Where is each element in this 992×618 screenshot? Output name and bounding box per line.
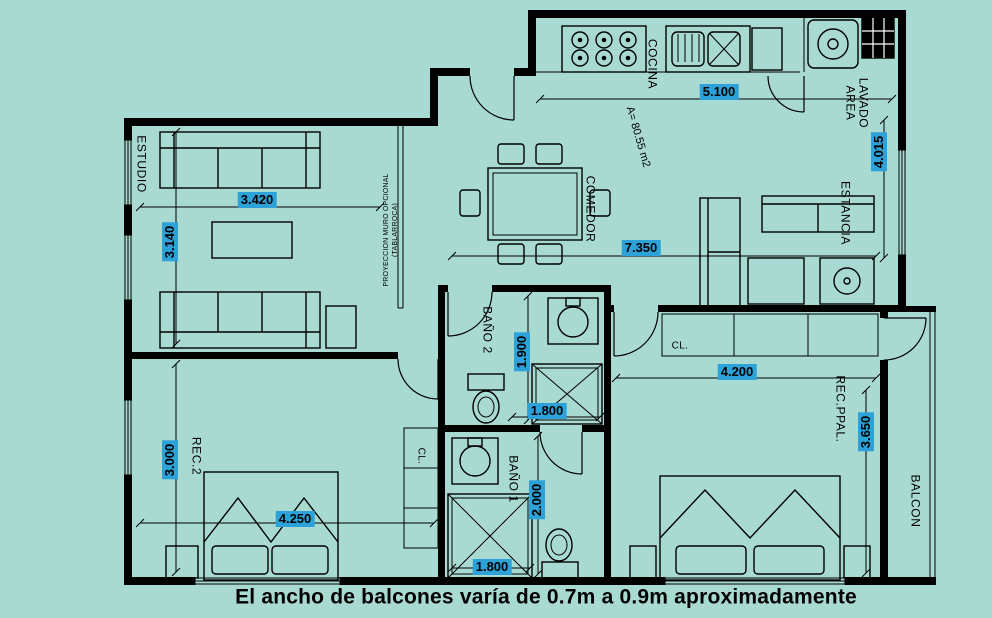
rec2-bed bbox=[203, 471, 339, 581]
estudio-sofa-bottom bbox=[159, 291, 321, 349]
room-label-bano1: BAÑO 1 bbox=[506, 455, 521, 503]
balcony-rail bbox=[929, 312, 936, 577]
dim-estudio-height: 3.140 bbox=[162, 222, 178, 262]
optional-wall-tablaroca bbox=[397, 14, 805, 309]
bano1-sink bbox=[451, 437, 499, 485]
optional-wall-note-line2: (TABLARROCA) bbox=[392, 203, 400, 257]
dim-comedor-width: 7.350 bbox=[621, 240, 661, 256]
estancia-sofa-set bbox=[699, 195, 875, 307]
kitchen-sink bbox=[665, 25, 751, 73]
dim-rec2-width: 4.250 bbox=[275, 511, 315, 527]
dimension-lines bbox=[135, 94, 897, 579]
dim-bano1-height: 2.000 bbox=[529, 480, 545, 520]
room-label-area: AREA bbox=[843, 85, 858, 121]
bano1-toilet bbox=[541, 528, 579, 579]
dim-bano1-width: 1.800 bbox=[472, 559, 512, 575]
dim-bano2-height: 1.900 bbox=[514, 332, 530, 372]
recppal-closet bbox=[661, 313, 879, 357]
room-label-estancia: ESTANCIA bbox=[838, 181, 853, 245]
estudio-side-table bbox=[325, 305, 357, 349]
room-label-comedor: COMEDOR bbox=[583, 175, 598, 243]
dim-bano2-width: 1.800 bbox=[527, 403, 567, 419]
stove bbox=[561, 25, 647, 73]
recppal-bed bbox=[659, 475, 841, 581]
room-label-cocina: COCINA bbox=[645, 38, 660, 90]
washing-machine bbox=[807, 19, 859, 69]
rec2-closet bbox=[403, 427, 439, 549]
room-label-estudio: ESTUDIO bbox=[134, 135, 149, 193]
room-label-bano2: BAÑO 2 bbox=[480, 306, 495, 354]
dining-table bbox=[459, 143, 611, 265]
room-label-rec2: REC.2 bbox=[189, 436, 204, 476]
estudio-coffee-table bbox=[211, 221, 293, 259]
bano2-shower bbox=[531, 363, 603, 425]
dim-estudio-width: 3.420 bbox=[237, 192, 277, 208]
windows bbox=[124, 139, 936, 585]
dim-recppal-width: 4.200 bbox=[717, 364, 757, 380]
kitchen-cabinet bbox=[751, 27, 783, 71]
room-label-lavado: LAVADO bbox=[856, 77, 871, 129]
room-label-recppal: REC.PPAL. bbox=[833, 375, 848, 443]
dim-estancia-height: 4.015 bbox=[871, 132, 887, 172]
closet-label-rec2: CL. bbox=[415, 447, 427, 465]
furniture bbox=[159, 17, 895, 581]
optional-wall-note-line1: PROYECCION MURO OPCIONAL bbox=[383, 173, 391, 287]
door-swings bbox=[397, 75, 927, 475]
rec2-nightstand bbox=[165, 545, 199, 579]
bano2-sink bbox=[547, 297, 599, 345]
recppal-nightstand-right bbox=[843, 545, 871, 579]
water-heater bbox=[861, 17, 895, 59]
balcony-width-caption: El ancho de balcones varía de 0.7m a 0.9… bbox=[235, 585, 857, 609]
closet-label-ppal: CL. bbox=[671, 340, 689, 352]
recppal-nightstand-left bbox=[629, 545, 657, 579]
room-label-balcon: BALCON bbox=[908, 474, 923, 528]
dim-recppal-height: 3.650 bbox=[858, 412, 874, 452]
dim-rec2-height: 3.000 bbox=[162, 440, 178, 480]
bano2-toilet bbox=[467, 373, 505, 424]
dim-cocina-width: 5.100 bbox=[699, 84, 739, 100]
estudio-sofa-top bbox=[159, 131, 321, 189]
